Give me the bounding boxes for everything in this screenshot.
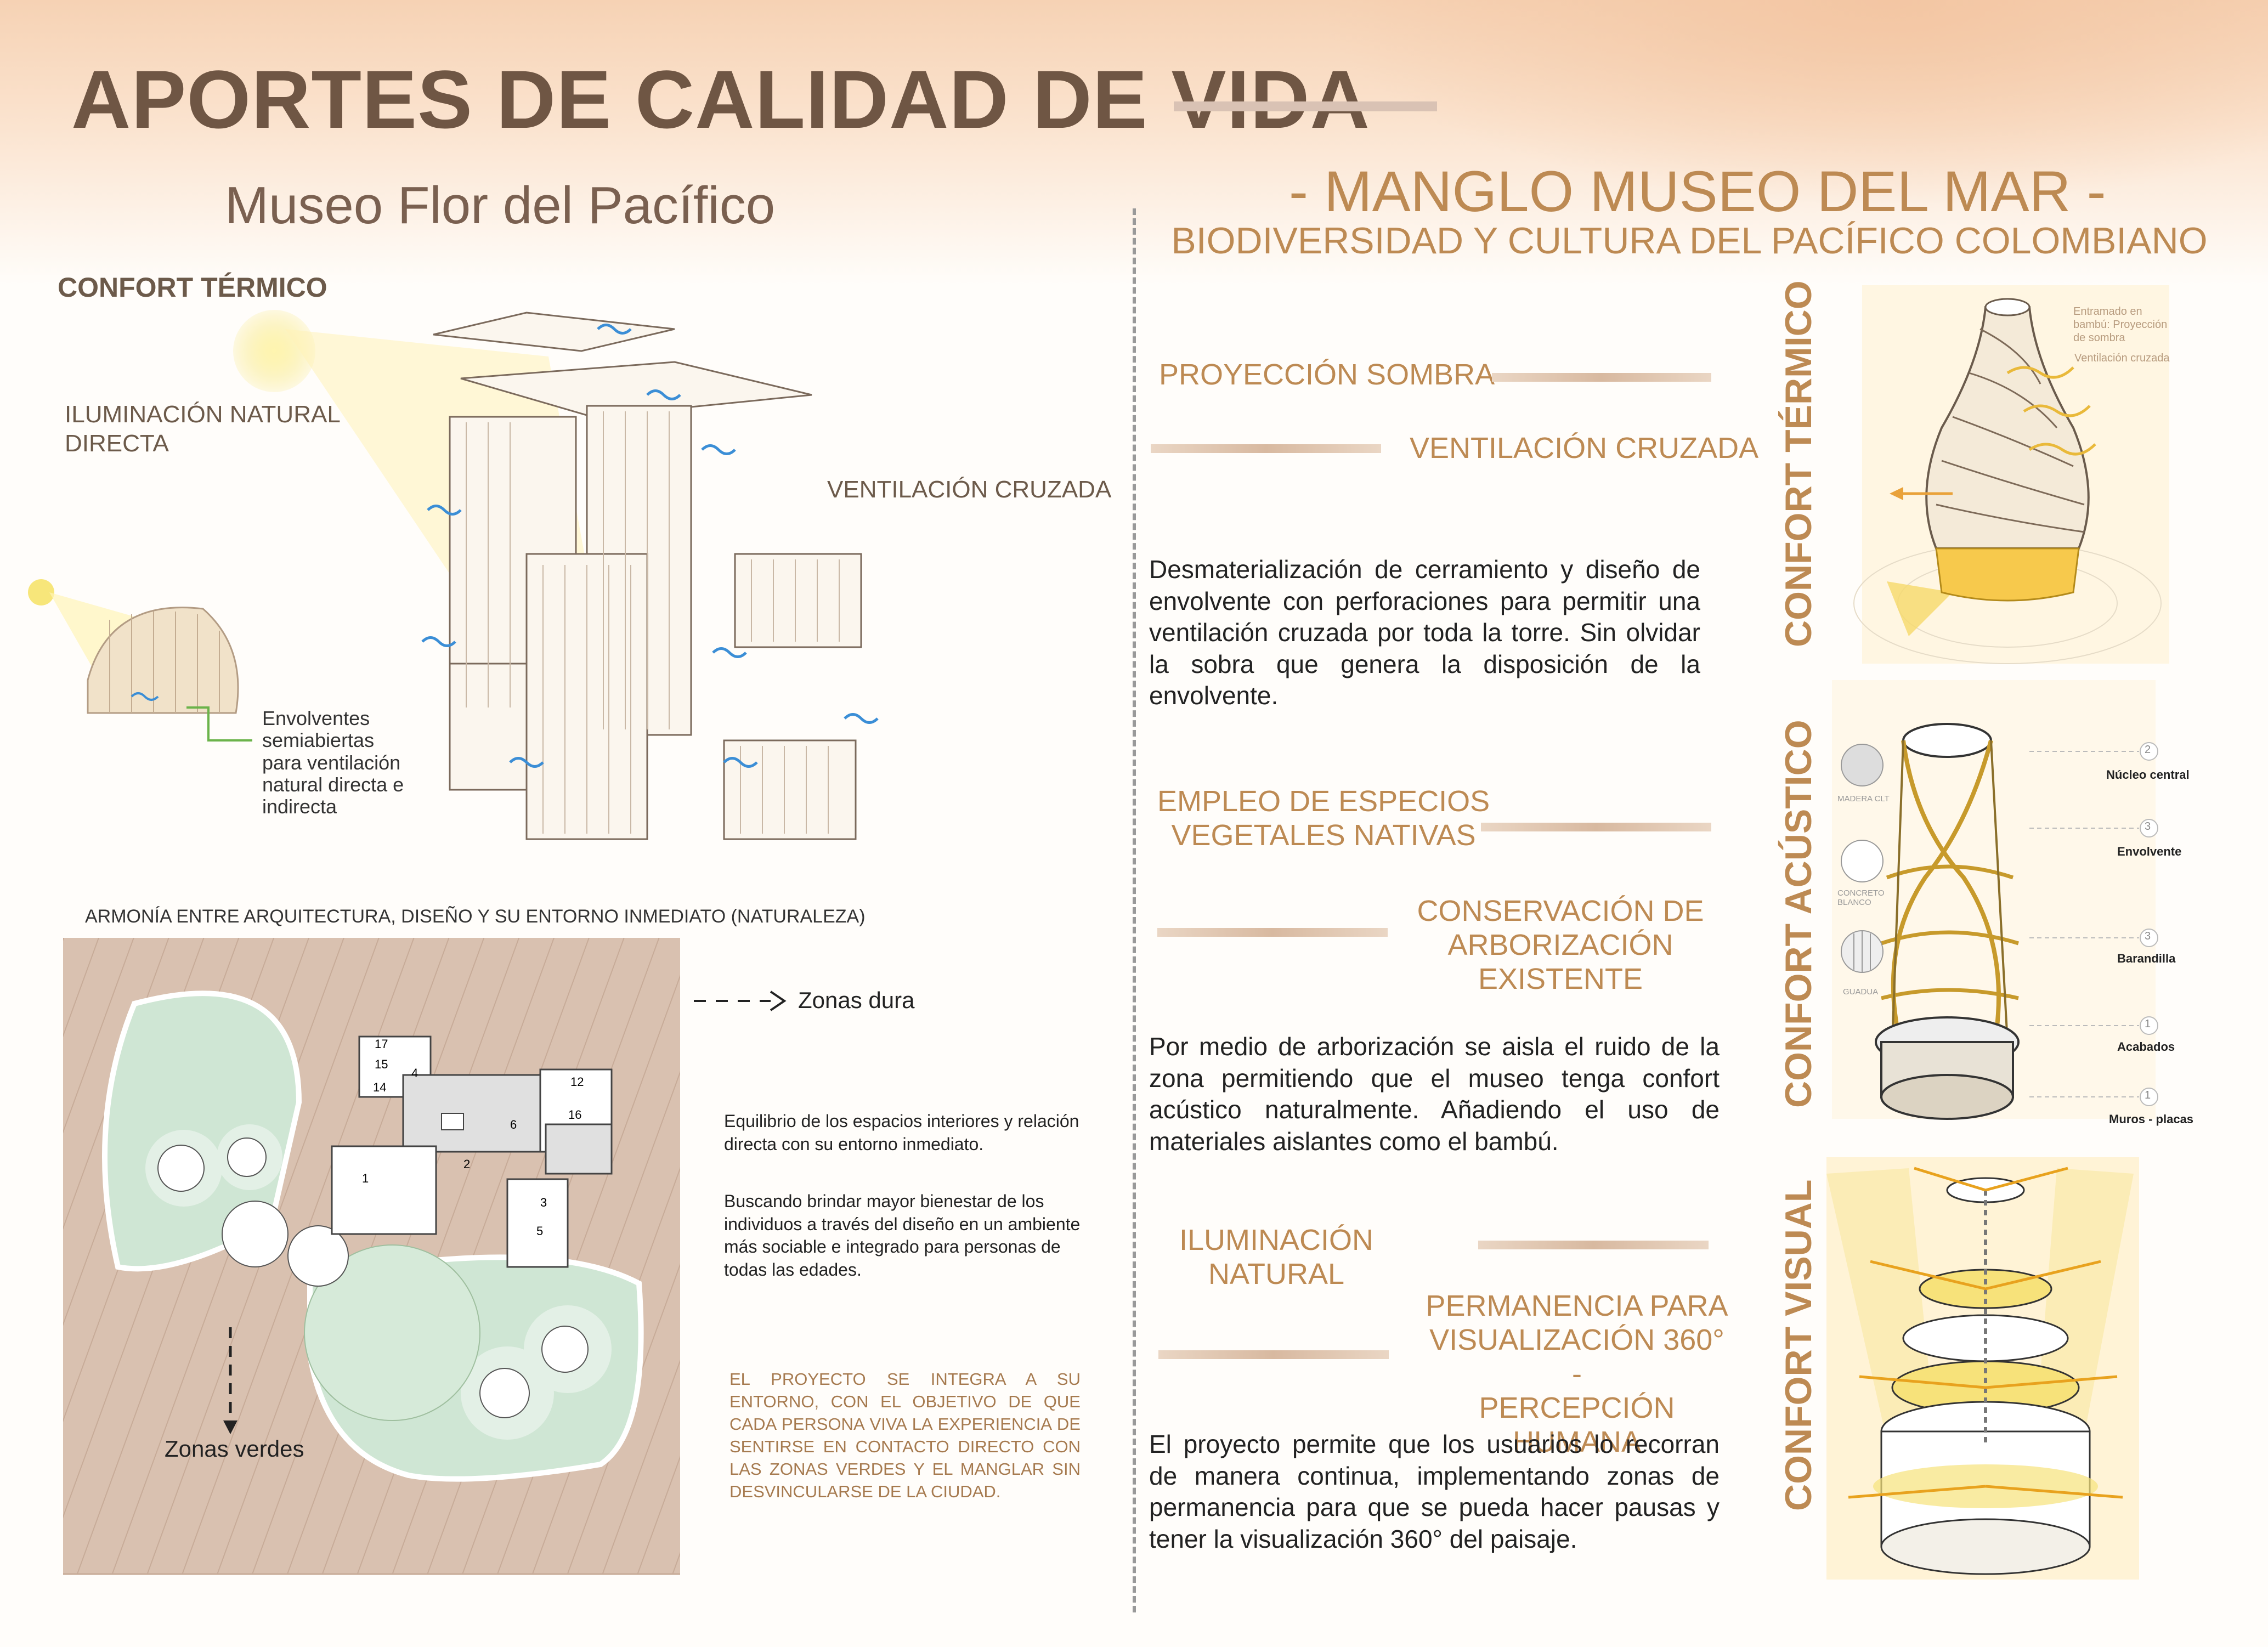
room-15: 15 (375, 1057, 388, 1071)
empleo-label: EMPLEO DE ESPECIOS VEGETALES NATIVAS (1157, 785, 1490, 852)
room-14: 14 (373, 1080, 387, 1094)
zonas-dura-label: Zonas dura (798, 987, 915, 1013)
permanencia-bar (1158, 1350, 1389, 1359)
proyecto-text: EL PROYECTO SE INTEGRA A SU ENTORNO, CON… (729, 1369, 1081, 1501)
title-rule (1174, 101, 1437, 111)
building-axonometric (421, 312, 879, 840)
tower-visual-drawing (1826, 1167, 2134, 1575)
conservacion-label: CONSERVACIÓN DE ARBORIZACIÓN EXISTENTE (1417, 895, 1704, 996)
envolventes-label: Envolventes semiabiertas para ventilació… (262, 707, 404, 818)
right-title: - MANGLO MUSEO DEL MAR - (1289, 160, 2106, 224)
side-label-visual: CONFORT VISUAL (1778, 1179, 1819, 1511)
proyeccion-label: PROYECCIÓN SOMBRA (1159, 358, 1495, 391)
room-1: 1 (362, 1171, 369, 1185)
buscando-text: Buscando brindar mayor bienestar de los … (724, 1191, 1081, 1280)
room-17: 17 (375, 1037, 388, 1051)
num-nucleo: 2 (2145, 744, 2151, 756)
room-5: 5 (536, 1224, 544, 1238)
material-swatches (1841, 744, 1884, 973)
num-barandilla: 3 (2145, 930, 2151, 942)
small-sun-icon (28, 579, 54, 605)
madera-label: MADERA CLT (1837, 794, 1890, 803)
equilibrio-text: Equilibrio de los espacios interiores y … (724, 1111, 1079, 1154)
iluminacion-label: ILUMINACIÓN NATURAL DIRECTA (65, 401, 341, 457)
acabados-label: Acabados (2117, 1040, 2175, 1054)
zonas-verdes-label: Zonas verdes (165, 1436, 304, 1462)
vent-cruzada-label: Ventilación cruzada (2074, 352, 2170, 364)
iluminacion-right-label: ILUMINACIÓN NATURAL (1179, 1224, 1374, 1291)
tower-acustico-drawing (1875, 723, 2020, 1120)
page-title: APORTES DE CALIDAD DE VIDA (71, 53, 1370, 145)
envelope-detail (87, 607, 252, 742)
nucleo-label: Núcleo central (2106, 768, 2190, 782)
ventilacion-bar (1151, 444, 1381, 453)
num-envolvente: 3 (2145, 820, 2151, 833)
header-wash-right (1316, 0, 2268, 208)
site-plan (63, 938, 680, 1575)
dashed-arrow-icon (694, 991, 787, 1011)
conservacion-bar (1157, 928, 1388, 937)
tower-termico-drawing (1853, 298, 2162, 664)
proyeccion-bar (1492, 373, 1711, 382)
num-acabados: 1 (2145, 1018, 2151, 1030)
ventilacion-label: VENTILACIÓN CRUZADA (827, 476, 1112, 503)
iluminacion-bar (1478, 1241, 1709, 1249)
empleo-bar (1481, 823, 1711, 831)
concreto-label: CONCRETO BLANCO (1837, 888, 1885, 907)
guadua-label: GUADUA (1843, 987, 1879, 997)
callout-lines (2029, 742, 2158, 1106)
room-3: 3 (540, 1196, 547, 1209)
room-2: 2 (463, 1157, 471, 1171)
num-muros: 1 (2145, 1089, 2151, 1101)
side-label-termico: CONFORT TÉRMICO (1778, 280, 1819, 647)
entramado-label: Entramado en bambú: Proyección de sombra (2073, 305, 2168, 344)
room-16: 16 (568, 1108, 582, 1122)
barandilla-label: Barandilla (2117, 952, 2176, 965)
side-label-acustico: CONFORT ACÚSTICO (1778, 720, 1819, 1108)
muros-label: Muros - placas (2109, 1112, 2194, 1126)
armonia-label: ARMONÍA ENTRE ARQUITECTURA, DISEÑO Y SU … (85, 906, 866, 927)
room-12: 12 (570, 1075, 584, 1089)
column-divider (1133, 208, 1136, 1612)
right-subtitle: BIODIVERSIDAD Y CULTURA DEL PACÍFICO COL… (1171, 220, 2208, 262)
para-ventilacion: Desmaterialización de cerramiento y dise… (1149, 555, 1700, 710)
para-visual: El proyecto permite que los usuarios lo … (1149, 1430, 1720, 1553)
room-6: 6 (510, 1118, 517, 1131)
permanencia-label: PERMANENCIA PARA VISUALIZACIÓN 360° - PE… (1426, 1289, 1728, 1459)
room-4: 4 (411, 1066, 418, 1080)
para-acustico: Por medio de arborización se aisla el ru… (1149, 1032, 1720, 1156)
ventilacion-right-label: VENTILACIÓN CRUZADA (1410, 432, 1759, 465)
left-subtitle: Museo Flor del Pacífico (225, 176, 776, 235)
confort-termico-label: CONFORT TÉRMICO (58, 272, 327, 303)
envolvente-label: Envolvente (2117, 845, 2182, 858)
